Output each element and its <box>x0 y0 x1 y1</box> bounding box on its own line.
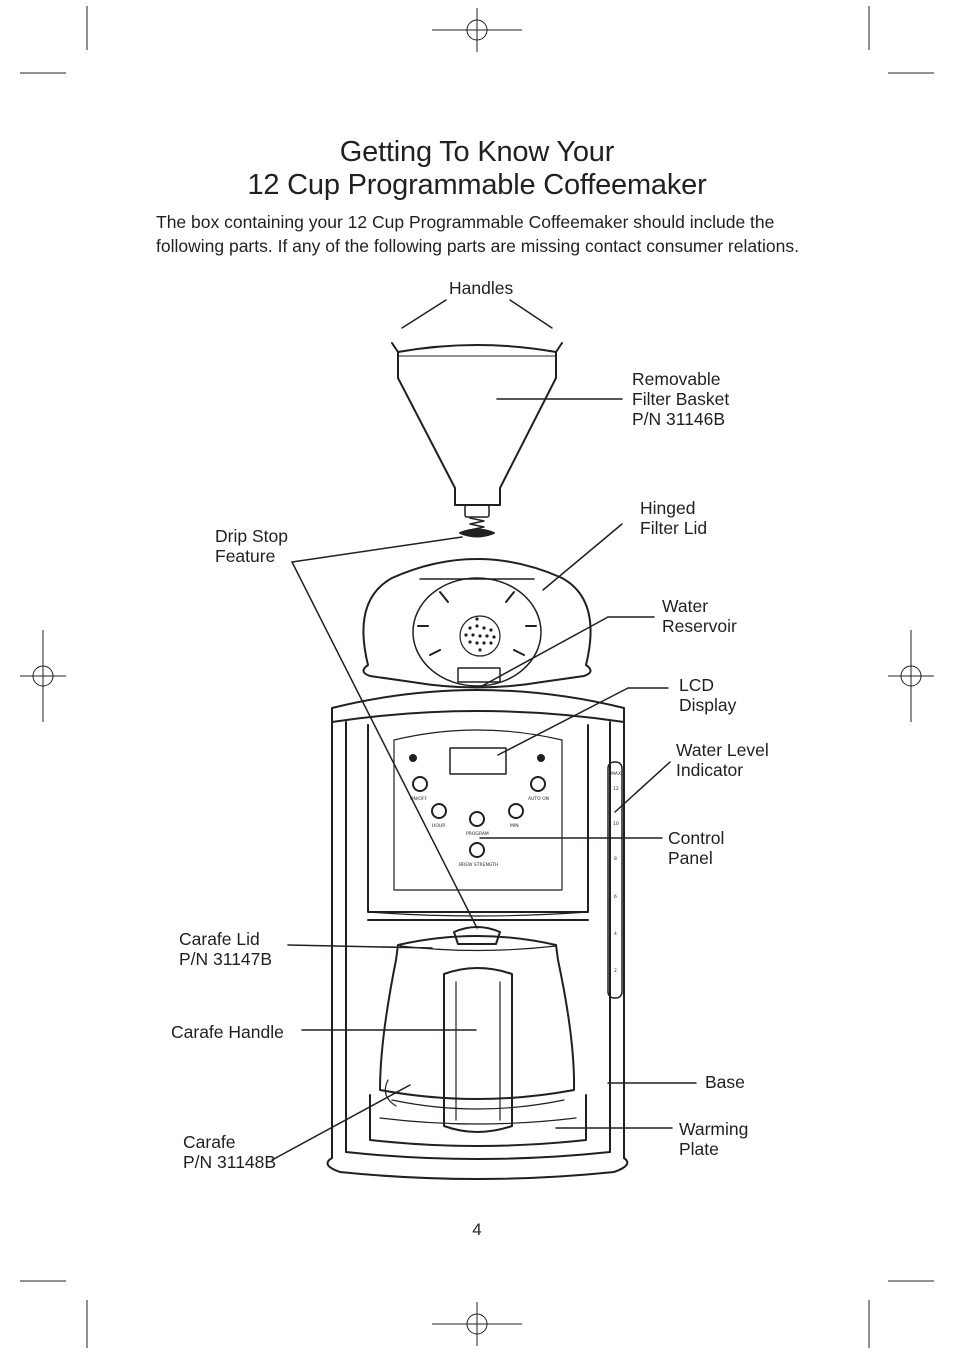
housing-drawing <box>326 689 629 1180</box>
label-carafe-handle: Carafe Handle <box>171 1022 284 1042</box>
label-line: P/N 31146B <box>632 409 726 429</box>
label-carafe: Carafe P/N 31148B <box>183 1132 276 1172</box>
label-water-reservoir: Water Reservoir <box>662 596 737 636</box>
label-warming-plate: Warming Plate <box>679 1119 748 1159</box>
title-line-1: Getting To Know Your <box>339 136 615 168</box>
label-line: Carafe Lid <box>179 929 260 949</box>
label-line: Water Level <box>676 740 769 760</box>
water-scale-12: 12 <box>613 786 619 792</box>
label-line: Reservoir <box>662 616 737 636</box>
label-line: Plate <box>679 1139 719 1159</box>
intro-paragraph: The box containing your 12 Cup Programma… <box>156 212 799 256</box>
label-line: Drip Stop <box>215 526 288 546</box>
label-line: Hinged <box>640 498 696 518</box>
program-label: PROGRAM <box>466 831 489 837</box>
hour-label: HOUR <box>432 823 445 829</box>
page-number: 4 <box>472 1220 482 1239</box>
label-water-level: Water Level Indicator <box>676 740 769 780</box>
label-line: Water <box>662 596 709 616</box>
registration-mark-icon <box>888 630 934 722</box>
on-off-label: ON/OFF <box>410 796 428 802</box>
min-label: MIN <box>510 823 519 829</box>
label-control-panel: Control Panel <box>668 828 724 868</box>
label-line: Control <box>668 828 725 848</box>
label-line: Panel <box>668 848 713 868</box>
label-line: Filter Lid <box>640 518 708 538</box>
label-line: Warming <box>679 1119 749 1139</box>
registration-mark-icon <box>20 630 66 722</box>
filter-basket-drawing <box>391 299 563 538</box>
callout-leader-lines <box>271 398 697 1161</box>
auto-on-label: AUTO ON <box>528 796 549 802</box>
label-line: P/N 31147B <box>179 949 273 969</box>
brew-strength-label: BREW STRENGTH <box>459 862 498 868</box>
label-carafe-lid: Carafe Lid P/N 31147B <box>179 929 272 969</box>
label-line: Feature <box>215 546 276 566</box>
water-scale-4: 4 <box>614 931 617 937</box>
label-line: Indicator <box>676 760 744 780</box>
water-scale-max: MAX <box>611 771 621 777</box>
label-handles: Handles <box>449 278 514 298</box>
lid-spray-holes <box>464 617 496 652</box>
water-scale-6: 6 <box>614 894 617 900</box>
label-line: P/N 31148B <box>183 1152 277 1172</box>
label-line: Display <box>679 695 737 715</box>
label-base: Base <box>705 1072 745 1092</box>
label-line: Filter Basket <box>632 389 730 409</box>
water-level-scale: MAX 12 10 8 6 4 2 <box>611 771 621 974</box>
registration-mark-icon <box>432 8 522 52</box>
label-line: Removable <box>632 369 721 389</box>
water-scale-8: 8 <box>614 856 617 862</box>
label-filter-basket: Removable Filter Basket P/N 31146B <box>632 369 729 429</box>
label-hinged-lid: Hinged Filter Lid <box>640 498 707 538</box>
label-lcd-display: LCD Display <box>679 675 736 715</box>
water-scale-2: 2 <box>614 968 617 974</box>
panel-button-labels: ON/OFF AUTO ON HOUR MIN PROGRAM BREW STR… <box>410 796 549 868</box>
registration-mark-icon <box>432 1302 522 1346</box>
water-scale-10: 10 <box>613 821 619 827</box>
label-line: Carafe <box>183 1132 236 1152</box>
page-title: Getting To Know Your 12 Cup Programmable… <box>0 136 954 202</box>
label-drip-stop: Drip Stop Feature <box>215 526 288 566</box>
title-line-2: 12 Cup Programmable Coffeemaker <box>247 169 707 201</box>
hinged-lid-drawing <box>362 558 592 689</box>
label-line: LCD <box>679 675 715 695</box>
